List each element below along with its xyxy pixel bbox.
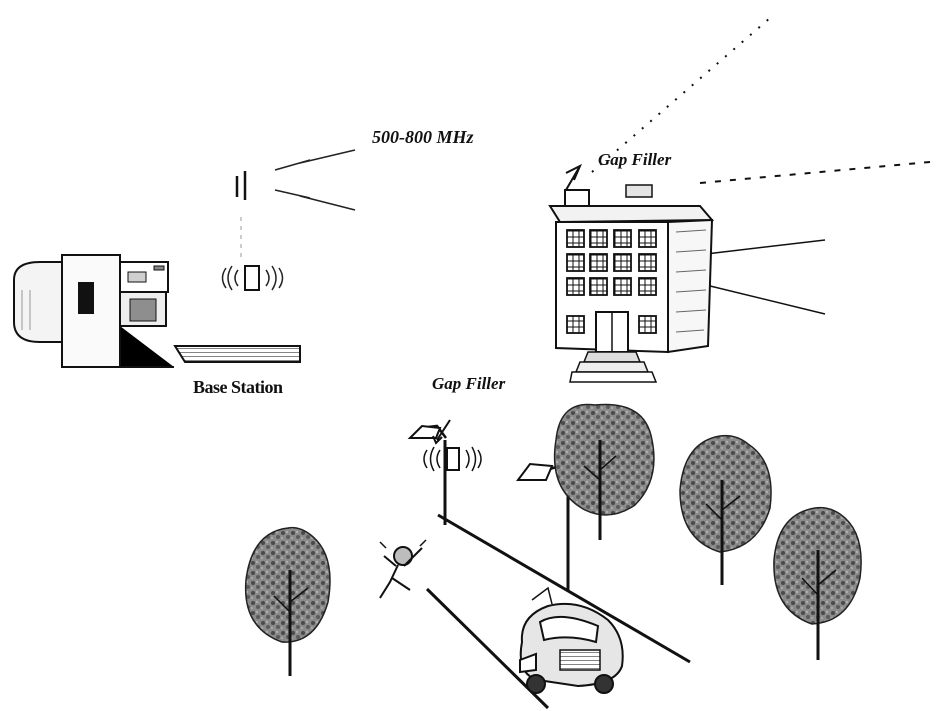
gap-filler-street-label: Gap Filler bbox=[432, 374, 505, 394]
office-building-icon bbox=[550, 166, 712, 382]
tree-icon bbox=[680, 436, 771, 585]
gap-filler-building-label: Gap Filler bbox=[598, 150, 671, 170]
transmission-waves bbox=[275, 150, 355, 210]
tree-icon bbox=[246, 528, 330, 676]
street-lamp-icon bbox=[410, 420, 481, 525]
pedestrian-icon bbox=[380, 540, 426, 598]
car-icon bbox=[520, 588, 623, 693]
signal-waves-icon bbox=[223, 266, 283, 290]
antenna-mast-icon bbox=[237, 171, 245, 258]
tree-icon bbox=[774, 508, 861, 660]
frequency-label: 500-800 MHz bbox=[372, 127, 474, 148]
base-station-label: Base Station bbox=[193, 377, 283, 398]
